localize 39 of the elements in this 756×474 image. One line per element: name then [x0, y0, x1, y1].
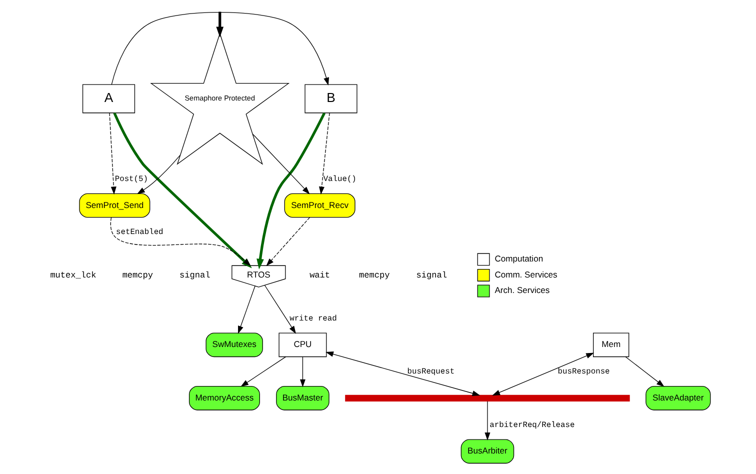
node-box: A	[82, 84, 136, 114]
arrow	[238, 286, 256, 334]
arrow	[264, 285, 296, 334]
arrow	[109, 112, 116, 195]
label: memcpy	[122, 270, 154, 280]
legend-label: Computation	[494, 254, 544, 264]
arrow	[492, 352, 594, 396]
arrow	[110, 217, 251, 266]
node-box: Mem	[593, 332, 630, 358]
node-box: SwMutexes	[206, 332, 263, 358]
arrow	[111, 12, 330, 86]
arrow	[240, 356, 286, 387]
node-box: SlaveAdapter	[646, 386, 711, 410]
arrow	[216, 12, 224, 38]
arrow	[326, 351, 480, 396]
node-box: MemoryAccess	[188, 386, 260, 410]
node-box: SemProt_Send	[79, 193, 150, 218]
arrow	[484, 401, 490, 440]
label: signal	[416, 270, 447, 280]
legend-label: Arch. Services	[494, 285, 550, 296]
node-box: BusArbiter	[460, 439, 514, 464]
node-bar	[345, 394, 630, 402]
node-box: BusMaster	[276, 386, 330, 410]
label: mutex_lck	[50, 270, 96, 280]
arrow	[252, 134, 310, 194]
arrow	[625, 356, 664, 387]
arrow	[256, 112, 326, 270]
node-box: CPU	[278, 332, 327, 358]
node-box: B	[304, 84, 358, 114]
label: wait	[310, 270, 330, 280]
legend-label: Comm. Services	[494, 269, 558, 280]
arrow	[300, 356, 306, 388]
label: signal	[180, 270, 210, 280]
arrow	[266, 217, 310, 266]
label: memcpy	[359, 270, 390, 280]
arrow	[318, 112, 330, 195]
arrow	[136, 154, 181, 194]
node-box: SemProt_Recv	[284, 193, 356, 218]
arrow	[113, 112, 252, 268]
